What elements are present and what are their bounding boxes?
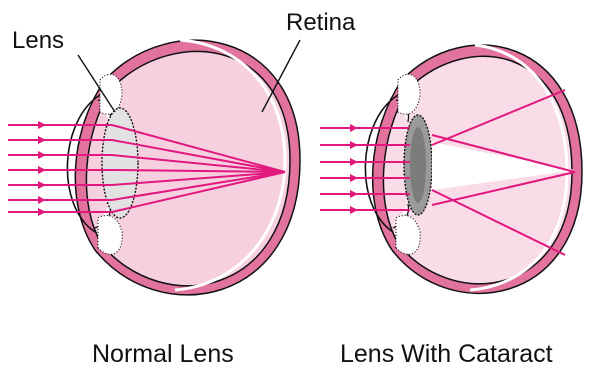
normal-ray-incoming-1-arrowhead xyxy=(38,136,46,144)
cataract-ray-incoming-1-arrowhead xyxy=(350,141,358,149)
retina-label: Retina xyxy=(286,9,356,36)
normal-lens-caption: Normal Lens xyxy=(92,340,234,368)
normal-ray-incoming-2-arrowhead xyxy=(38,151,46,159)
cataract-ray-incoming-2-arrowhead xyxy=(350,158,358,166)
normal-ray-incoming-6-arrowhead xyxy=(38,208,46,216)
lens-label: Lens xyxy=(12,27,64,54)
cataract-ray-incoming-3-arrowhead xyxy=(350,174,358,182)
normal-eye xyxy=(8,40,300,295)
normal-ray-incoming-3-arrowhead xyxy=(38,166,46,174)
cataract-lens-caption: Lens With Cataract xyxy=(340,340,553,368)
normal-ray-incoming-0-arrowhead xyxy=(38,121,46,129)
normal-ray-incoming-5-arrowhead xyxy=(38,196,46,204)
cataract-ray-incoming-5-arrowhead xyxy=(350,206,358,214)
normal-ray-incoming-4-arrowhead xyxy=(38,181,46,189)
cataract-ray-incoming-4-arrowhead xyxy=(350,190,358,198)
cataract-eye xyxy=(320,45,582,293)
cataract-lens-cloud xyxy=(410,127,426,203)
cataract-ray-incoming-0-arrowhead xyxy=(350,124,358,132)
